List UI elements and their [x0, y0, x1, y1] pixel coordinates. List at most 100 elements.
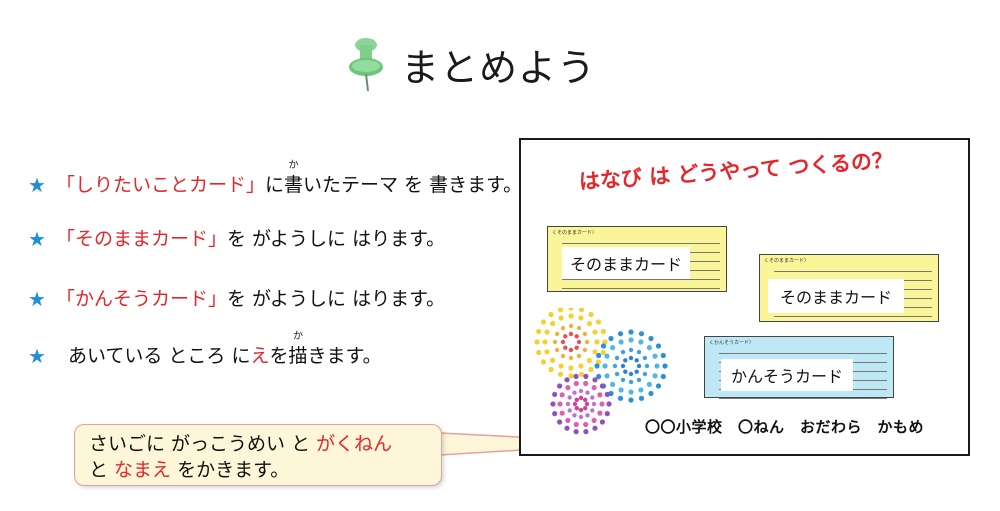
firework-dot: [548, 366, 554, 373]
firework-dot: [604, 391, 610, 397]
firework-dot: [568, 323, 574, 329]
pushpin-icon: [349, 38, 383, 92]
firework-dot: [568, 308, 574, 311]
firework-dot: [628, 379, 634, 385]
list-item: ★ 「かんそうカード」 を がようしに はります。: [28, 287, 446, 311]
firework-dot: [636, 363, 642, 369]
firework-dot: [652, 373, 658, 379]
firework-dot: [628, 389, 634, 395]
firework-dot: [576, 325, 582, 331]
firework-dot: [568, 347, 574, 353]
star-icon: ★: [28, 227, 46, 251]
firework-dot: [578, 363, 584, 369]
firework-dot: [600, 328, 606, 335]
firework-dot: [662, 363, 668, 369]
firework-dot: [583, 421, 589, 428]
firework-dot: [568, 365, 574, 371]
firework-dot: [578, 414, 584, 420]
firework-dot: [557, 419, 563, 425]
firework-dot: [628, 347, 634, 353]
firework-dot: [563, 334, 568, 339]
firework-dot: [591, 385, 597, 391]
firework-dot: [638, 339, 644, 345]
callout-line-1: さいごに がっこうめい と がくねん: [89, 433, 393, 455]
firework-dot: [560, 325, 566, 331]
firework-dot: [596, 352, 602, 359]
firework-dot: [642, 371, 648, 377]
poster-title: はなび は どうやって つくるの？: [578, 148, 894, 194]
firework-dot: [628, 397, 634, 403]
firework-dot: [620, 363, 626, 369]
firework-dot: [652, 353, 658, 359]
firework-dot: [552, 411, 558, 417]
title-area: まとめよう: [345, 34, 596, 94]
firework-dot: [558, 363, 564, 369]
firework-dot: [660, 373, 666, 380]
star-icon: ★: [28, 173, 46, 197]
firework-dot: [578, 315, 584, 321]
firework-dot: [558, 315, 564, 321]
firework-dot: [567, 395, 572, 400]
sonomama-card-2: くそのままカード〉 そのままカード: [759, 254, 939, 322]
firework-dot: [578, 308, 585, 313]
firework-dot: [584, 339, 590, 345]
list-item: ★ 「そのままカード」 を がようしに はります。: [28, 227, 446, 251]
firework-dot: [534, 339, 540, 345]
firework-dot: [623, 369, 628, 374]
poster-example: はなび は どうやって つくるの？ くそのままカード〉 そのままカード くそのま…: [519, 138, 970, 456]
firework-dot: [655, 383, 662, 389]
firework-dot: [568, 331, 574, 337]
firework-dot: [578, 371, 585, 377]
firework-dot: [610, 345, 616, 351]
firework-dot: [554, 347, 560, 353]
firework-dot: [574, 397, 579, 402]
firework-dot: [660, 352, 666, 359]
firework-dot: [568, 355, 574, 361]
school-name-line: 〇〇小学校 〇ねん おだわら かもめ: [645, 418, 925, 436]
firework-dot: [596, 373, 602, 380]
card-label: そのままカード: [768, 279, 905, 313]
firework-dot: [557, 383, 563, 389]
firework-dot: [565, 401, 571, 407]
instruction-callout: さいごに がっこうめい と がくねん と なまえ をかきます。: [74, 424, 442, 486]
firework-dot: [572, 390, 577, 395]
page-title: まとめよう: [401, 45, 597, 90]
firework-dot: [573, 380, 579, 387]
firework-dot: [572, 401, 578, 407]
firework-dot: [623, 358, 628, 363]
firework-dot: [599, 419, 605, 425]
firework-dot: [559, 392, 565, 398]
firework-dot: [604, 373, 610, 379]
firework-dot: [544, 349, 550, 355]
firework-dot: [628, 371, 634, 377]
firework-dot: [568, 373, 574, 379]
firework-dot: [559, 410, 565, 416]
firework-dot: [574, 406, 579, 411]
firework-dot: [540, 359, 547, 365]
firework-dot: [578, 395, 584, 401]
fireworks-illustration: [534, 308, 668, 435]
firework-dot: [594, 363, 600, 369]
firework-dot: [620, 349, 626, 355]
firework-dot: [597, 392, 603, 398]
star-icon: ★: [28, 287, 46, 311]
star-icon: ★: [28, 344, 46, 368]
firework-dot: [550, 321, 556, 327]
firework-dot: [602, 339, 608, 345]
firework-dot: [591, 417, 597, 423]
firework-dot: [595, 319, 602, 325]
firework-dot: [572, 413, 577, 418]
list-item: ★ あいている ところ に え を か描 きます。: [28, 331, 382, 368]
firework-dot: [564, 377, 570, 383]
firework-dot: [583, 406, 588, 411]
firework-dot: [565, 385, 571, 391]
firework-dot: [618, 387, 624, 393]
kansou-card: くかんそうカード〉 かんそうカード: [704, 336, 894, 399]
firework-dot: [583, 373, 589, 379]
firework-dot: [610, 381, 616, 387]
firework-dot: [636, 349, 642, 355]
firework-dot: [574, 345, 579, 350]
firework-dot: [644, 363, 650, 369]
firework-dot: [560, 339, 566, 345]
firework-dot: [590, 395, 595, 400]
